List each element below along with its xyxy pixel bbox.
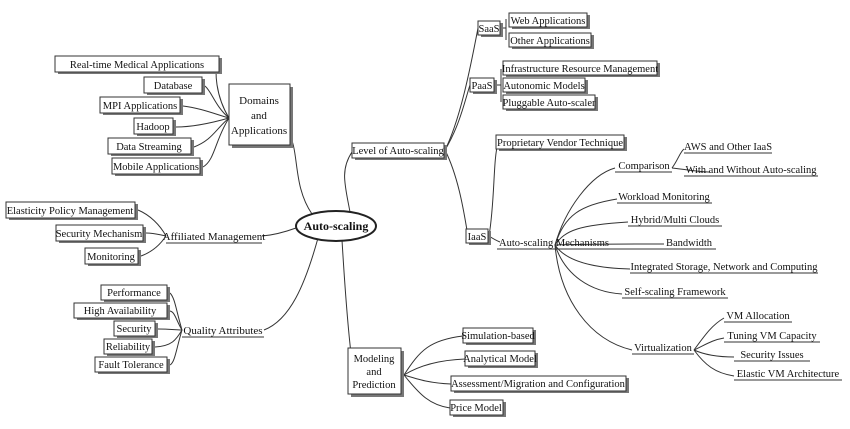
svg-text:Security Issues: Security Issues	[740, 350, 803, 361]
domains-item-database[interactable]: Database	[143, 76, 205, 95]
svg-text:PaaS: PaaS	[472, 81, 493, 92]
domains-item-realtime-medical[interactable]: Real-time Medical Applications	[54, 55, 222, 74]
mechanism-item-workload[interactable]: Workload Monitoring	[617, 192, 712, 204]
svg-text:Real-time Medical Applications: Real-time Medical Applications	[70, 60, 204, 71]
modeling-item-analytical[interactable]: Analytical Model	[463, 350, 538, 368]
svg-text:Auto-scaling Mechanisms: Auto-scaling Mechanisms	[499, 238, 609, 249]
mechanism-item-integrated[interactable]: Integrated Storage, Network and Computin…	[630, 262, 819, 274]
level-saas[interactable]: SaaS	[477, 20, 503, 37]
paas-item-pluggable[interactable]: Pluggable Auto-scaler	[502, 94, 598, 111]
comparison-item-with-without[interactable]: With and Without Auto-scaling	[684, 165, 818, 177]
quality-item-reliability[interactable]: Reliability	[103, 338, 155, 356]
svg-text:Comparison: Comparison	[618, 161, 670, 172]
branch-quality[interactable]: Quality Attributes	[182, 325, 264, 338]
branch-level[interactable]: Level of Auto-scaling	[351, 142, 447, 160]
svg-text:Affiliated Management: Affiliated Management	[163, 231, 266, 243]
root-node[interactable]: Auto-scaling	[295, 210, 377, 242]
branch-affiliated[interactable]: Affiliated Management	[163, 231, 266, 244]
svg-text:Simulation-based: Simulation-based	[461, 331, 535, 342]
iaas-mechanisms[interactable]: Auto-scaling Mechanisms	[497, 238, 612, 250]
svg-text:Data Streaming: Data Streaming	[116, 142, 182, 153]
svg-text:Reliability: Reliability	[106, 342, 151, 353]
svg-text:Bandwidth: Bandwidth	[666, 238, 713, 249]
quality-item-security[interactable]: Security	[113, 320, 158, 338]
svg-text:AWS and Other IaaS: AWS and Other IaaS	[684, 142, 772, 153]
svg-text:Price Model: Price Model	[450, 403, 502, 414]
quality-item-fault-tolerance[interactable]: Fault Tolerance	[94, 356, 170, 374]
svg-text:SaaS: SaaS	[479, 24, 500, 35]
virtualization-item-security-issues[interactable]: Security Issues	[734, 350, 810, 362]
svg-text:VM Allocation: VM Allocation	[726, 311, 790, 322]
paas-item-autonomic[interactable]: Autonomic Models	[502, 77, 588, 94]
svg-text:Security Mechanism: Security Mechanism	[56, 229, 143, 240]
svg-text:Self-scaling Framework: Self-scaling Framework	[624, 287, 726, 298]
svg-text:Performance: Performance	[107, 288, 161, 299]
branch-modeling[interactable]: Modeling and Prediction	[347, 347, 404, 397]
svg-text:MPI Applications: MPI Applications	[103, 101, 177, 112]
svg-text:IaaS: IaaS	[468, 232, 487, 243]
domains-item-hadoop[interactable]: Hadoop	[133, 117, 176, 136]
svg-text:High Availability: High Availability	[84, 306, 157, 317]
svg-text:Database: Database	[154, 81, 193, 92]
domains-item-data-streaming[interactable]: Data Streaming	[107, 137, 194, 156]
virtualization-item-vm-allocation[interactable]: VM Allocation	[724, 311, 792, 323]
svg-text:Workload Monitoring: Workload Monitoring	[618, 192, 710, 203]
svg-text:Other Applications: Other Applications	[510, 36, 590, 47]
virtualization-item-elastic-vm[interactable]: Elastic VM Architecture	[734, 369, 842, 381]
quality-item-high-availability[interactable]: High Availability	[73, 302, 170, 320]
domains-item-mobile[interactable]: Mobile Applications	[111, 157, 203, 176]
modeling-item-simulation[interactable]: Simulation-based	[461, 327, 536, 345]
level-iaas[interactable]: IaaS	[465, 228, 491, 245]
iaas-item-proprietary[interactable]: Proprietary Vendor Technique	[495, 134, 627, 151]
svg-text:Mobile Applications: Mobile Applications	[113, 162, 199, 173]
virtualization-item-tuning[interactable]: Tuning VM Capacity	[724, 331, 820, 343]
svg-text:Level of Auto-scaling: Level of Auto-scaling	[352, 146, 444, 157]
svg-text:Pluggable Auto-scaler: Pluggable Auto-scaler	[502, 98, 596, 109]
svg-text:Analytical Model: Analytical Model	[463, 354, 537, 365]
svg-text:Monitoring: Monitoring	[87, 252, 136, 263]
svg-text:Elasticity Policy Management: Elasticity Policy Management	[7, 206, 134, 217]
modeling-item-assessment[interactable]: Assessment/Migration and Configuration	[450, 375, 629, 393]
svg-text:Web Applications: Web Applications	[511, 16, 586, 27]
affiliated-item-security-mechanism[interactable]: Security Mechanism	[55, 224, 146, 243]
affiliated-item-monitoring[interactable]: Monitoring	[84, 247, 141, 266]
saas-item-web[interactable]: Web Applications	[508, 12, 590, 29]
svg-text:Fault Tolerance: Fault Tolerance	[98, 360, 164, 371]
svg-text:Prediction: Prediction	[352, 380, 396, 391]
domains-label-line-3: Applications	[231, 125, 287, 137]
mechanism-item-self-scaling[interactable]: Self-scaling Framework	[622, 287, 728, 299]
svg-text:and: and	[366, 367, 382, 378]
svg-text:Integrated Storage, Network an: Integrated Storage, Network and Computin…	[631, 262, 819, 273]
svg-text:Proprietary Vendor Technique: Proprietary Vendor Technique	[497, 138, 623, 149]
svg-text:Modeling: Modeling	[354, 354, 396, 365]
svg-text:Infrastructure Resource Manage: Infrastructure Resource Management	[502, 64, 658, 75]
svg-text:Assessment/Migration and Confi: Assessment/Migration and Configuration	[451, 379, 626, 390]
saas-item-other[interactable]: Other Applications	[508, 32, 594, 49]
domains-label-line-1: Domains	[239, 95, 279, 107]
svg-text:Elastic VM Architecture: Elastic VM Architecture	[737, 369, 840, 380]
svg-text:Tuning VM Capacity: Tuning VM Capacity	[727, 331, 817, 342]
mechanism-virtualization[interactable]: Virtualization	[632, 343, 694, 355]
quality-item-performance[interactable]: Performance	[100, 284, 170, 302]
domains-label-line-2: and	[251, 110, 267, 122]
mechanism-item-hybrid[interactable]: Hybrid/Multi Clouds	[628, 215, 722, 227]
modeling-item-price[interactable]: Price Model	[449, 399, 506, 417]
comparison-item-aws[interactable]: AWS and Other IaaS	[684, 142, 772, 154]
svg-text:Quality Attributes: Quality Attributes	[183, 325, 262, 337]
iaas-comparison[interactable]: Comparison	[615, 161, 672, 173]
mechanism-item-bandwidth[interactable]: Bandwidth	[612, 238, 716, 250]
svg-text:Autonomic Models: Autonomic Models	[503, 81, 584, 92]
svg-text:Virtualization: Virtualization	[634, 343, 692, 354]
affiliated-item-elasticity[interactable]: Elasticity Policy Management	[5, 201, 138, 220]
root-label: Auto-scaling	[304, 219, 369, 233]
paas-item-infrastructure[interactable]: Infrastructure Resource Management	[502, 60, 660, 77]
branch-domains[interactable]: Domains and Applications	[228, 83, 293, 148]
svg-text:Hybrid/Multi Clouds: Hybrid/Multi Clouds	[631, 215, 719, 226]
svg-text:Hadoop: Hadoop	[136, 122, 169, 133]
level-paas[interactable]: PaaS	[469, 77, 497, 94]
svg-text:With and Without Auto-scaling: With and Without Auto-scaling	[685, 165, 817, 176]
svg-text:Security: Security	[117, 324, 153, 335]
domains-item-mpi[interactable]: MPI Applications	[99, 96, 183, 115]
